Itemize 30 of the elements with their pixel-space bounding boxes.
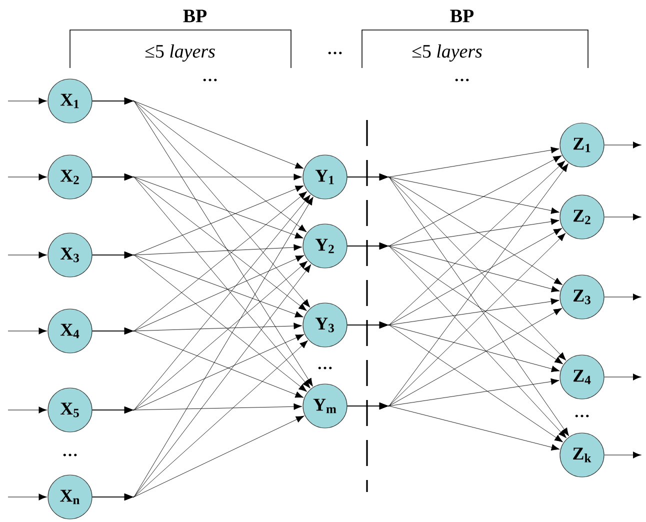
ellipsis: … (203, 78, 217, 82)
arrow (92, 252, 308, 392)
ellipsis: … (328, 52, 342, 54)
arrow (92, 328, 304, 398)
ellipsis: … (575, 414, 589, 418)
heading-label: BP (183, 10, 207, 22)
arrow (347, 402, 560, 451)
arrow (604, 452, 642, 458)
ellipsis: … (455, 78, 469, 82)
arrow (8, 406, 47, 414)
arrow (347, 322, 563, 442)
arrow (347, 242, 566, 438)
ellipsis: … (318, 366, 332, 370)
arrow (92, 174, 310, 388)
arrow (92, 416, 304, 500)
arrow (92, 403, 302, 414)
ellipsis: … (63, 454, 77, 456)
arrow (8, 252, 47, 258)
heading-label: BP (450, 10, 474, 22)
arrow (604, 214, 642, 220)
layer-label: ≤5 layers (145, 44, 215, 62)
arrow (92, 98, 313, 387)
arrow (8, 98, 47, 104)
layer-label: ≤5 layers (412, 44, 482, 62)
arrow (8, 174, 47, 180)
arrow (8, 494, 47, 500)
arrow (604, 142, 642, 148)
arrow (604, 374, 642, 380)
arrow (604, 294, 642, 300)
arrow (8, 328, 47, 334)
